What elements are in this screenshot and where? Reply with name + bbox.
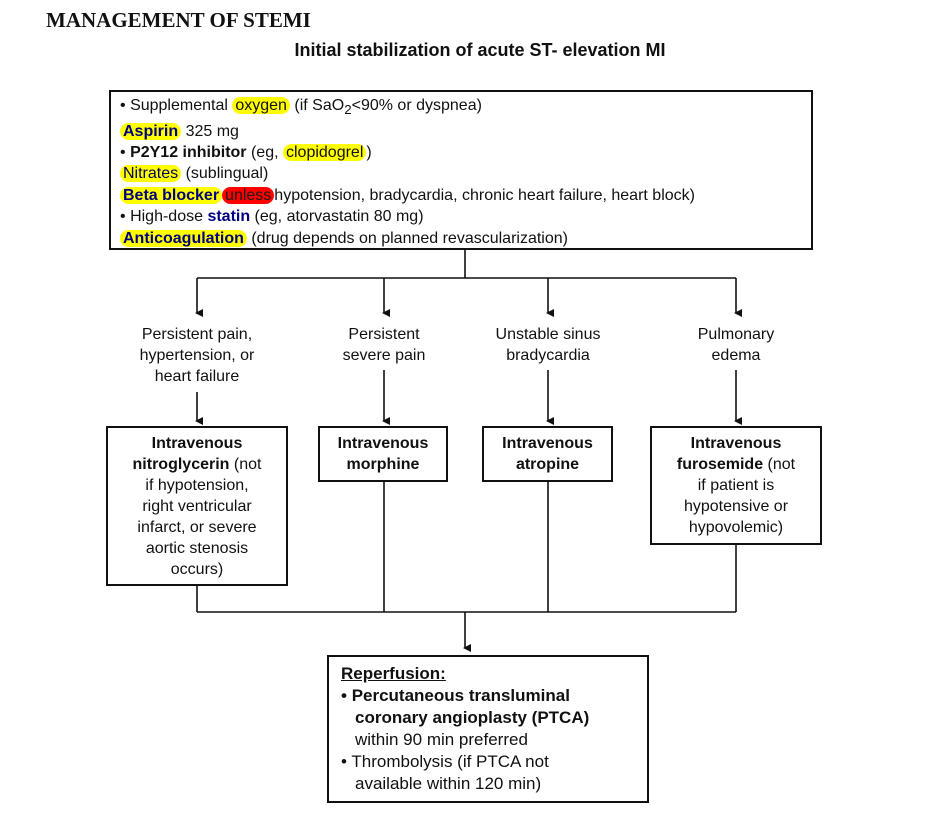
reperfusion-box: Reperfusion: • Percutaneous transluminal… <box>327 655 649 803</box>
item-oxygen: • Supplemental oxygen (if SaO2<90% or dy… <box>120 97 482 118</box>
reperfusion-thrombolysis: • Thrombolysis (if PTCA not <box>341 752 549 771</box>
treatment-iv-morphine: Intravenous morphine <box>318 426 448 482</box>
treatment-iv-atropine: Intravenous atropine <box>482 426 613 482</box>
condition-pulmonary-edema: Pulmonary edema <box>697 326 775 364</box>
highlight-beta-blocker: Beta blocker <box>120 186 223 204</box>
reperfusion-ptca: • Percutaneous transluminal <box>341 686 570 705</box>
condition-persistent-pain-hypertension: Persistent pain, hypertension, or heart … <box>139 326 255 385</box>
condition-persistent-severe-pain: Persistent severe pain <box>342 326 426 364</box>
reperfusion-title: Reperfusion: <box>341 664 446 683</box>
highlight-nitrates: Nitrates <box>120 165 182 183</box>
highlight-oxygen: oxygen <box>232 97 290 114</box>
page-title: MANAGEMENT OF STEMI <box>46 8 311 32</box>
treatment-iv-furosemide: Intravenous furosemide (not if patient i… <box>650 426 822 545</box>
condition-unstable-sinus-bradycardia: Unstable sinus bradycardia <box>495 326 601 364</box>
highlight-anticoagulation: Anticoagulation <box>120 229 247 247</box>
item-anticoagulation: Anticoagulation (drug depends on planned… <box>120 228 811 249</box>
highlight-clopidogrel: clopidogrel <box>283 144 367 161</box>
item-statin: • High-dose statin (eg, atorvastatin 80 … <box>120 208 424 226</box>
highlight-aspirin: Aspirin <box>120 122 182 140</box>
item-aspirin: Aspirin 325 mg <box>120 121 811 142</box>
item-p2y12: • P2Y12 inhibitor (eg, clopidogrel) <box>120 144 372 161</box>
diagram-title: Initial stabilization of acute ST- eleva… <box>294 40 666 60</box>
item-nitrates: Nitrates (sublingual) <box>120 163 811 184</box>
initial-stabilization-box: • Supplemental oxygen (if SaO2<90% or dy… <box>109 90 813 250</box>
treatment-iv-nitroglycerin: Intravenous nitroglycerin (not if hypote… <box>106 426 288 586</box>
highlight-unless: unless <box>222 186 275 204</box>
